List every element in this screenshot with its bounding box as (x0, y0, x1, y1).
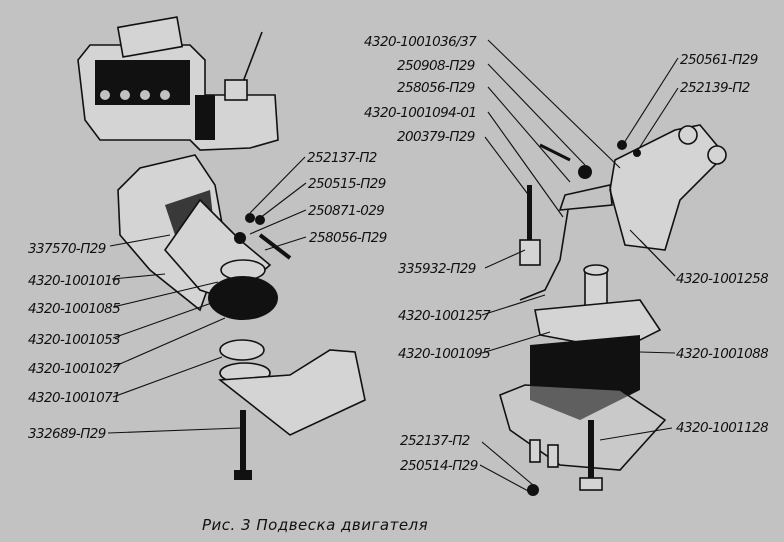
part-label: 250515-П29 (308, 176, 386, 192)
part-label: 4320-1001071 (28, 390, 120, 406)
part-label: 4320-1001053 (28, 332, 120, 348)
right-part-labels: 4320-1001036/37 250908-П29 258056-П29 43… (364, 34, 769, 474)
leader-lines (107, 39, 679, 493)
part-label: 258056-П29 (309, 230, 387, 246)
part-label: 4320-1001016 (28, 273, 120, 289)
part-label: 4320-1001027 (28, 361, 121, 377)
figure-caption: Рис. 3 Подвеска двигателя (202, 516, 428, 534)
part-label: 4320-1001257 (398, 308, 491, 324)
front-mount-assembly (117, 154, 366, 480)
part-label: 337570-П29 (28, 241, 106, 257)
part-label: 4320-1001085 (28, 301, 120, 317)
part-label: 252137-П2 (307, 150, 377, 166)
part-label: 4320-1001036/37 (364, 34, 477, 50)
part-label: 250871-029 (308, 203, 384, 219)
part-label: 4320-1001094-01 (364, 105, 476, 121)
part-label: 252137-П2 (400, 433, 470, 449)
part-label: 332689-П29 (28, 426, 106, 442)
rear-mount-assembly (499, 124, 727, 496)
part-label: 4320-1001128 (676, 420, 768, 436)
part-label: 200379-П29 (397, 129, 475, 145)
part-label: 4320-1001088 (676, 346, 768, 362)
part-label: 250514-П29 (400, 458, 478, 474)
part-label: 4320-1001258 (676, 271, 768, 287)
part-label: 335932-П29 (398, 261, 476, 277)
left-part-labels: 252137-П2 250515-П29 250871-029 258056-П… (28, 150, 387, 442)
engine-thumbnail (77, 16, 279, 151)
part-label: 250561-П29 (680, 52, 758, 68)
part-label: 250908-П29 (397, 58, 475, 74)
part-label: 258056-П29 (397, 80, 475, 96)
part-label: 4320-1001095 (398, 346, 490, 362)
part-label: 252139-П2 (680, 80, 750, 96)
